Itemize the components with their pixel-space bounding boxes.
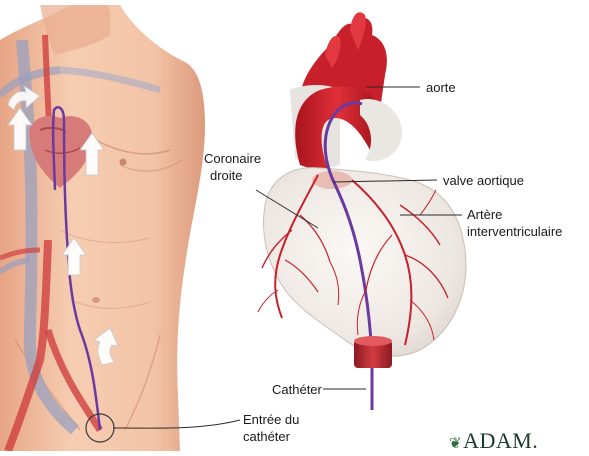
label-coronaire: Coronaire xyxy=(204,151,261,166)
label-valve-aortique: valve aortique xyxy=(443,173,524,188)
heart xyxy=(258,12,466,410)
label-entree-catheter: cathéter xyxy=(243,429,290,444)
label-entree: Entrée du xyxy=(243,412,299,427)
label-catheter: Cathéter xyxy=(272,382,322,397)
leaf-icon: ❦ xyxy=(449,436,462,452)
logo-text: ADAM. xyxy=(463,428,538,453)
adam-logo: ❦ADAM. xyxy=(449,428,538,454)
label-interventriculaire: interventriculaire xyxy=(467,224,562,239)
label-artere: Artère xyxy=(467,207,502,222)
label-aorte: aorte xyxy=(426,80,456,95)
label-coronaire-droite: droite xyxy=(210,168,243,183)
